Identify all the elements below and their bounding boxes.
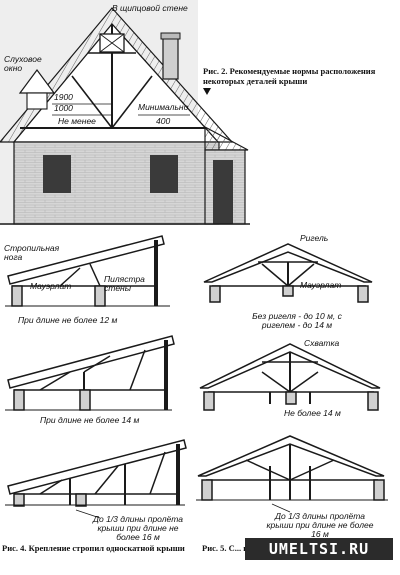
window-right — [150, 155, 178, 193]
gable-wall-label: В щипцовой стене — [112, 3, 188, 13]
third-span-label-shed: До 1/3 длины пролёта крыши при длине не … — [93, 514, 183, 542]
gable-truss-tie — [199, 343, 381, 411]
shed-truss-14m — [5, 335, 175, 411]
chimney — [162, 36, 179, 80]
gable-truss-crossbar — [203, 243, 373, 303]
tie-label: Схватка — [304, 338, 340, 348]
door — [213, 160, 233, 224]
dimension-1900: 1900 — [54, 92, 73, 102]
dimension-400: 400 — [156, 116, 171, 126]
house-section-figure — [0, 0, 250, 225]
porch-roof — [204, 125, 249, 151]
third-span-label-gable: До 1/3 длины пролёта крыши при длине не … — [266, 511, 374, 539]
max-12m-label: При длине не более 12 м — [18, 315, 118, 325]
max-14m-label-gable: Не более 14 м — [284, 408, 341, 418]
rafter-leg-label: Стропильная нога — [4, 243, 60, 262]
figure4-caption: Рис. 4. Крепление стропил односкатной кр… — [2, 543, 185, 553]
figure5-caption: Рис. 5. С... крыши — [202, 543, 246, 553]
caption-marker-icon — [203, 88, 211, 95]
pilaster-label: Пилястра стены — [104, 274, 145, 293]
mauerlat-label-shed: Мауэрлат — [30, 281, 72, 291]
window-left — [43, 155, 71, 193]
shed-truss-16m — [5, 439, 187, 519]
dormer-label: Слуховое окно — [4, 54, 42, 73]
site-watermark: UMELTSI.RU — [245, 538, 393, 560]
figure2-caption: Рис. 2. Рекомендуемые нормы расположения… — [203, 66, 376, 86]
mauerlat-label-gable: Мауэрлат — [300, 280, 342, 290]
minimum-label: Минимально — [138, 102, 189, 112]
crossbar-note-label: Без ригеля - до 10 м, с ригелем - до 14 … — [252, 311, 342, 330]
shed-truss-12m — [5, 235, 170, 307]
max-14m-label-shed: При длине не более 14 м — [40, 415, 140, 425]
crossbar-label: Ригель — [300, 233, 329, 243]
dimension-1000: 1000 — [54, 103, 73, 113]
gable-truss-wide — [196, 435, 388, 513]
not-less-label: Не менее — [58, 116, 96, 126]
